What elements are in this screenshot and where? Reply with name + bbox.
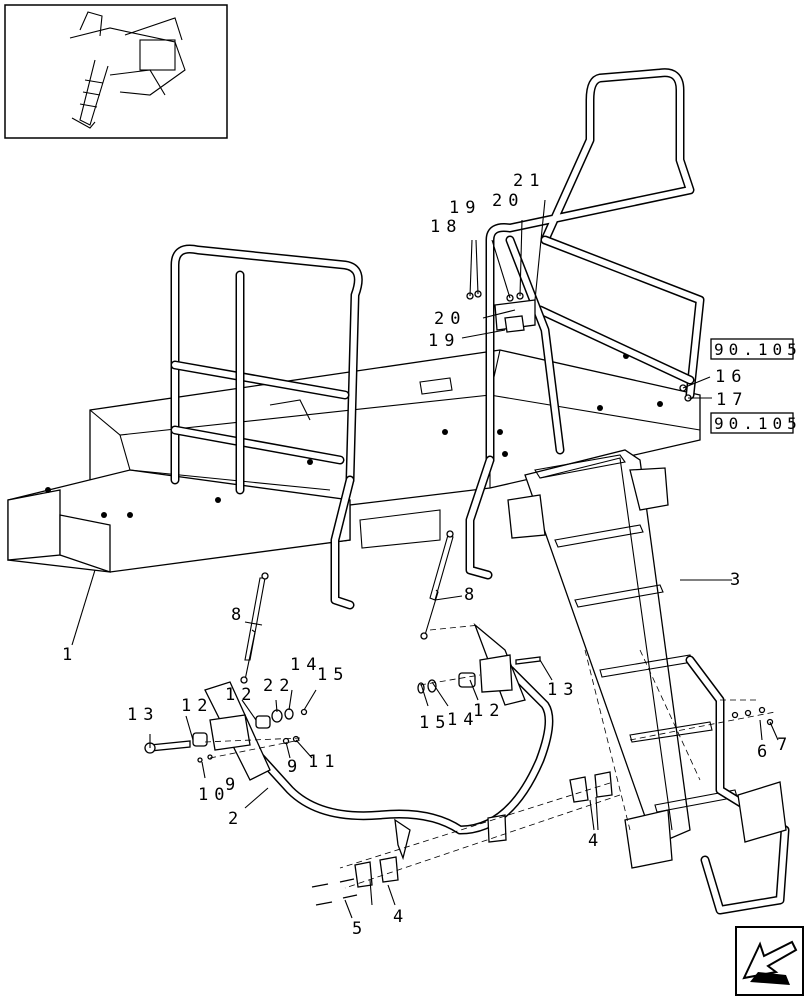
callout-13-left: 13 [127,705,159,725]
callout-6: 6 [757,742,773,762]
section-reference-2-text: 90.105 [714,414,802,433]
section-reference-1-text: 90.105 [714,340,802,359]
callout-14-left: 14 [290,655,322,675]
callout-9-left: 9 [225,775,241,795]
callout-5: 5 [352,919,368,939]
callout-8-right: 8 [464,585,480,605]
callout-15-right: 15 [419,713,451,733]
swing-arm [204,622,554,861]
callout-14-right: 14 [447,710,479,730]
right-handrail [465,68,705,580]
callout-3: 3 [730,570,746,590]
ladder-assembly [507,449,790,915]
callout-15-left: 15 [317,665,349,685]
callout-22: 22 [263,676,295,696]
callout-20-bottom: 20 [434,309,466,329]
leader-lines [71,199,779,919]
callout-20-top: 20 [492,191,524,211]
callout-8-left: 8 [231,605,247,625]
callout-19-bottom: 19 [428,331,460,351]
left-handrail [170,244,363,610]
callout-4-arm: 4 [393,907,409,927]
section-reference-1[interactable]: 90.105 [710,338,802,360]
callout-19-top: 19 [449,198,481,218]
callout-9-right: 9 [287,757,303,777]
callout-13-right: 13 [547,680,579,700]
callout-17: 17 [716,390,748,410]
callout-12-right: 12 [473,701,505,721]
callout-4-ladder: 4 [588,831,604,851]
callout-labels: 1 2 3 4 4 5 6 7 8 8 9 9 10 11 12 12 12 1… [62,171,793,939]
hardware [144,290,774,906]
callout-12-left: 12 [181,696,213,716]
ladder-hidden-lines [584,649,701,831]
callout-11: 11 [308,752,340,772]
callout-2: 2 [228,809,244,829]
overview-thumbnail [4,4,228,139]
callout-1: 1 [62,645,78,665]
section-reference-2[interactable]: 90.105 [710,412,802,434]
gas-strut-right [420,530,454,640]
assembly-lines [204,624,776,889]
callout-18: 18 [430,217,462,237]
gas-strut-left [240,572,269,684]
callout-16: 16 [715,367,747,387]
callout-21: 21 [513,171,545,191]
callout-12-mid: 12 [225,685,257,705]
callout-7: 7 [777,735,793,755]
callout-10: 10 [198,785,230,805]
next-page-arrow-icon[interactable] [735,926,804,996]
